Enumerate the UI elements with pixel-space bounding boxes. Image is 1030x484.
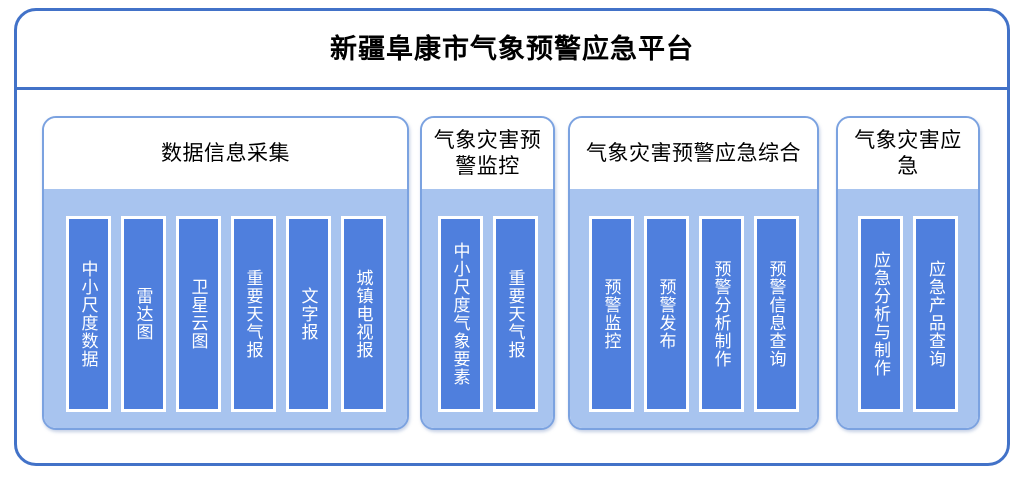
panel-header: 数据信息采集 <box>44 118 407 189</box>
panel-data-collection[interactable]: 数据信息采集 中小尺度数据 雷达图 卫星云图 重要天气报 <box>42 116 409 430</box>
panel-title: 数据信息采集 <box>161 141 290 165</box>
card-label: 卫星云图 <box>188 278 208 350</box>
card-label: 重要天气报 <box>505 269 525 359</box>
panel-disaster-emergency[interactable]: 气象灾害应急 应急分析与制作 应急产品查询 <box>836 116 980 430</box>
panel-warning-emergency-integrated[interactable]: 气象灾害预警应急综合 预警监控 预警发布 预警分析制作 预警信息查询 <box>568 116 819 430</box>
card-list: 应急分析与制作 应急产品查询 <box>858 216 958 412</box>
card-item[interactable]: 中小尺度数据 <box>65 216 111 412</box>
card-item[interactable]: 预警监控 <box>588 216 634 412</box>
card-label: 预警分析制作 <box>711 260 731 368</box>
panel-title: 气象灾害预警应急综合 <box>586 141 801 165</box>
panel-header: 气象灾害预警监控 <box>422 118 553 189</box>
card-label: 城镇电视报 <box>353 269 373 359</box>
card-label: 应急产品查询 <box>926 260 946 368</box>
card-item[interactable]: 应急产品查询 <box>913 216 958 412</box>
card-list: 中小尺度数据 雷达图 卫星云图 重要天气报 文字报 城镇电视 <box>65 216 386 412</box>
card-label: 中小尺度气象要素 <box>450 242 470 386</box>
card-label: 雷达图 <box>133 287 153 341</box>
card-item[interactable]: 预警发布 <box>643 216 689 412</box>
card-item[interactable]: 卫星云图 <box>175 216 221 412</box>
card-label: 中小尺度数据 <box>78 260 98 368</box>
card-label: 预警监控 <box>601 278 621 350</box>
panel-header: 气象灾害应急 <box>838 118 978 189</box>
card-item[interactable]: 应急分析与制作 <box>858 216 903 412</box>
card-label: 文字报 <box>298 287 318 341</box>
card-label: 重要天气报 <box>243 269 263 359</box>
page-title: 新疆阜康市气象预警应急平台 <box>330 33 694 64</box>
card-item[interactable]: 预警分析制作 <box>698 216 744 412</box>
card-item[interactable]: 城镇电视报 <box>340 216 386 412</box>
panel-header: 气象灾害预警应急综合 <box>570 118 817 189</box>
card-label: 预警发布 <box>656 278 676 350</box>
panel-disaster-warning-monitoring[interactable]: 气象灾害预警监控 中小尺度气象要素 重要天气报 <box>420 116 555 430</box>
card-item[interactable]: 文字报 <box>285 216 331 412</box>
card-item[interactable]: 重要天气报 <box>230 216 276 412</box>
platform-title-band: 新疆阜康市气象预警应急平台 <box>17 11 1007 87</box>
card-label: 预警信息查询 <box>766 260 786 368</box>
panel-body: 中小尺度数据 雷达图 卫星云图 重要天气报 文字报 城镇电视 <box>44 189 407 428</box>
card-list: 预警监控 预警发布 预警分析制作 预警信息查询 <box>588 216 799 412</box>
card-item[interactable]: 预警信息查询 <box>753 216 799 412</box>
panel-body: 预警监控 预警发布 预警分析制作 预警信息查询 <box>570 189 817 428</box>
panel-body: 应急分析与制作 应急产品查询 <box>838 189 978 428</box>
panels-row: 数据信息采集 中小尺度数据 雷达图 卫星云图 重要天气报 <box>17 90 1007 466</box>
card-item[interactable]: 重要天气报 <box>492 216 538 412</box>
panel-title: 气象灾害预警监控 <box>433 128 542 178</box>
panel-title: 气象灾害应急 <box>854 128 962 178</box>
title-divider <box>14 87 1010 90</box>
card-list: 中小尺度气象要素 重要天气报 <box>437 216 538 412</box>
platform-frame: 新疆阜康市气象预警应急平台 数据信息采集 中小尺度数据 雷达图 卫星云图 <box>14 8 1010 466</box>
card-label: 应急分析与制作 <box>871 251 891 377</box>
panel-body: 中小尺度气象要素 重要天气报 <box>422 189 553 428</box>
card-item[interactable]: 中小尺度气象要素 <box>437 216 483 412</box>
card-item[interactable]: 雷达图 <box>120 216 166 412</box>
